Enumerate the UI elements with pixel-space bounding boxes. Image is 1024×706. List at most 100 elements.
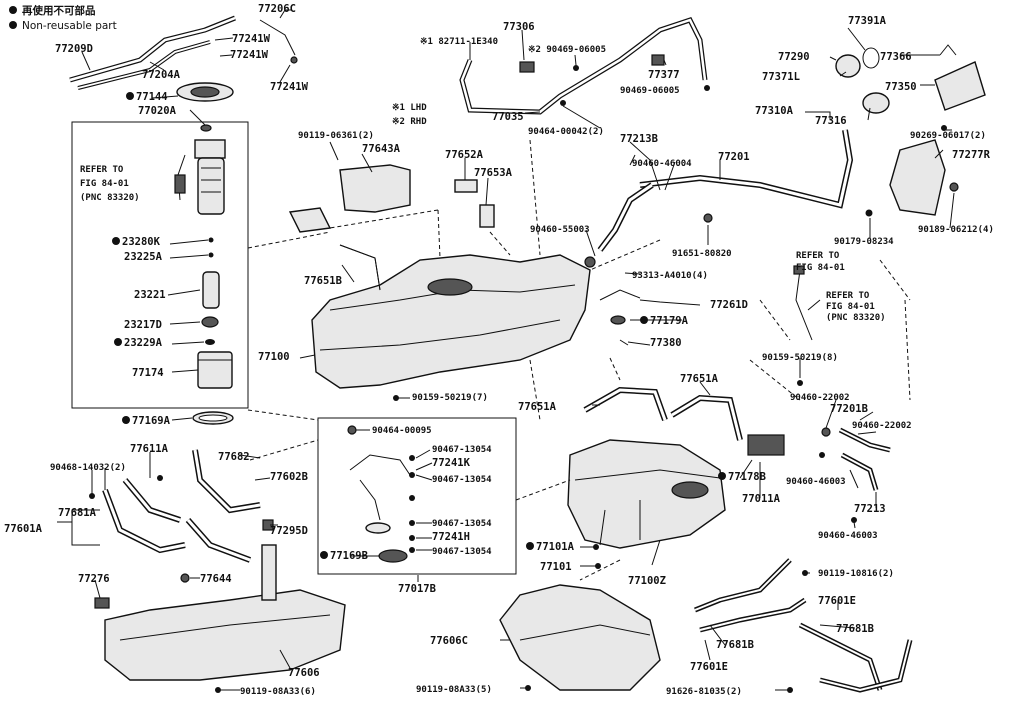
label-90467-d: 90467-13054 [432, 547, 492, 557]
label-77380: 77380 [650, 337, 682, 349]
label-77101A: 77101A [536, 541, 575, 553]
label-77020A: 77020A [138, 105, 177, 117]
label-77241W-a: 77241W [232, 33, 271, 45]
note-refer1c: (PNC 83320) [80, 193, 140, 203]
label-90464-b: 90464-00095 [372, 426, 432, 436]
note-rhd: ※2 RHD [392, 117, 427, 127]
legend: 再使用不可部品 Non-reusable part [9, 4, 117, 32]
pump-assembly-frame [71, 121, 249, 409]
label-23217D: 23217D [124, 319, 162, 331]
nonreuse-dot-icon [114, 338, 122, 346]
label-77611A: 77611A [130, 443, 169, 455]
pump-filter [197, 351, 233, 389]
label-77213B: 77213B [620, 133, 658, 145]
sub-tank-protector [499, 584, 661, 691]
label-90460-c: 90460-22002 [790, 393, 850, 403]
legend-nonreuse: Non-reusable part [22, 20, 117, 32]
legend-dot-icon [9, 21, 17, 29]
note-refer3c: (PNC 83320) [826, 313, 886, 323]
label-77681A: 77681A [58, 507, 97, 519]
label-77651B: 77651B [304, 275, 342, 287]
sender-gauge-wire [795, 269, 813, 341]
label-90460-a: 90460-46004 [632, 159, 692, 169]
label-77277R: 77277R [952, 149, 991, 161]
label-77241W-b: 77241W [230, 49, 269, 61]
label-23229A: 23229A [124, 337, 163, 349]
nonreuse-dot-icon [126, 92, 134, 100]
nonreuse-dot-icon [122, 416, 130, 424]
label-77651A-a: 77651A [518, 401, 557, 413]
label-77601A: 77601A [4, 523, 43, 535]
label-90269: 90269-06017(2) [910, 131, 986, 141]
note-refer3b: FIG 84-01 [826, 302, 875, 312]
label-91651: 91651-80820 [672, 249, 732, 259]
label-77276: 77276 [78, 573, 110, 585]
label-90467-c: 90467-13054 [432, 519, 492, 529]
label-77241W-c: 77241W [270, 81, 309, 93]
label-77601E-b: 77601E [818, 595, 856, 607]
label-90119-a: 90119-06361(2) [298, 131, 374, 141]
label-90460-b: 90460-55003 [530, 225, 590, 235]
label-77011A: 77011A [742, 493, 781, 505]
fuel-tube-assembly [69, 15, 298, 90]
tank-bracket [339, 164, 411, 213]
label-90119-b: 90119-10816(2) [818, 569, 894, 579]
label-90464-a: 90464-00042(2) [528, 127, 604, 137]
sub-tank-band-a [694, 558, 792, 613]
label-90189: 90189-06212(4) [918, 225, 994, 235]
nonreuse-dot-icon [640, 316, 648, 324]
label-77144: 77144 [136, 91, 168, 103]
vent-tube [599, 289, 641, 301]
main-fuel-tank [311, 244, 591, 389]
label-77169A: 77169A [132, 415, 171, 427]
label-90467-a: 90467-13054 [432, 445, 492, 455]
label-77682: 77682 [218, 451, 250, 463]
protector-bracket [261, 544, 277, 601]
note-refer3a: REFER TO [826, 291, 870, 301]
label-91626: 91626-81035(2) [666, 687, 742, 697]
label-77206C: 77206C [258, 3, 296, 15]
legend-reuse: 再使用不可部品 [22, 4, 96, 17]
cap-gasket [862, 47, 880, 69]
part-labels: 77206C 77209D 77241W 77241W 77204A 77241… [4, 3, 994, 697]
note-refer2a: REFER TO [796, 251, 840, 261]
label-77174: 77174 [132, 367, 164, 379]
sender-gauge-assembly [347, 425, 415, 563]
label-90119-d: 90119-08A33(5) [416, 685, 492, 695]
protector-pad [454, 179, 478, 193]
label-77101: 77101 [540, 561, 572, 573]
label-77681B: 77681B [716, 639, 754, 651]
label-77100Z: 77100Z [628, 575, 666, 587]
fuel-pump [202, 271, 220, 309]
label-77178B: 77178B [728, 471, 766, 483]
label-77213: 77213 [854, 503, 886, 515]
label-77017B: 77017B [398, 583, 436, 595]
label-90469-b: 90469-06005 [620, 86, 680, 96]
label-90179: 90179-08234 [834, 237, 894, 247]
nonreuse-dot-icon [526, 542, 534, 550]
label-90159-b: 90159-50219(8) [762, 353, 838, 363]
label-77295D: 77295D [270, 525, 308, 537]
label-77316: 77316 [815, 115, 847, 127]
label-90460-d: 90460-22002 [852, 421, 912, 431]
label-77179A: 77179A [650, 315, 689, 327]
nonreuse-dot-icon [718, 472, 726, 480]
fuel-pump-module [174, 139, 226, 215]
label-77602B: 77602B [270, 471, 308, 483]
label-90119-c: 90119-08A33(6) [240, 687, 316, 697]
label-77241K: 77241K [432, 457, 471, 469]
connector-valve [747, 434, 785, 456]
fuel-cap [835, 54, 861, 78]
label-77201B: 77201B [830, 403, 868, 415]
sender-assembly-frame [317, 417, 517, 575]
sub-fuel-tank [567, 439, 726, 549]
label-77643A: 77643A [362, 143, 401, 155]
label-77651A-b: 77651A [680, 373, 719, 385]
filler-housing [889, 139, 946, 216]
label-90467-b: 90467-13054 [432, 475, 492, 485]
label-93313: 93313-A4010(4) [632, 271, 708, 281]
label-77035: 77035 [492, 111, 524, 123]
label-77290: 77290 [778, 51, 810, 63]
label-77350: 77350 [885, 81, 917, 93]
